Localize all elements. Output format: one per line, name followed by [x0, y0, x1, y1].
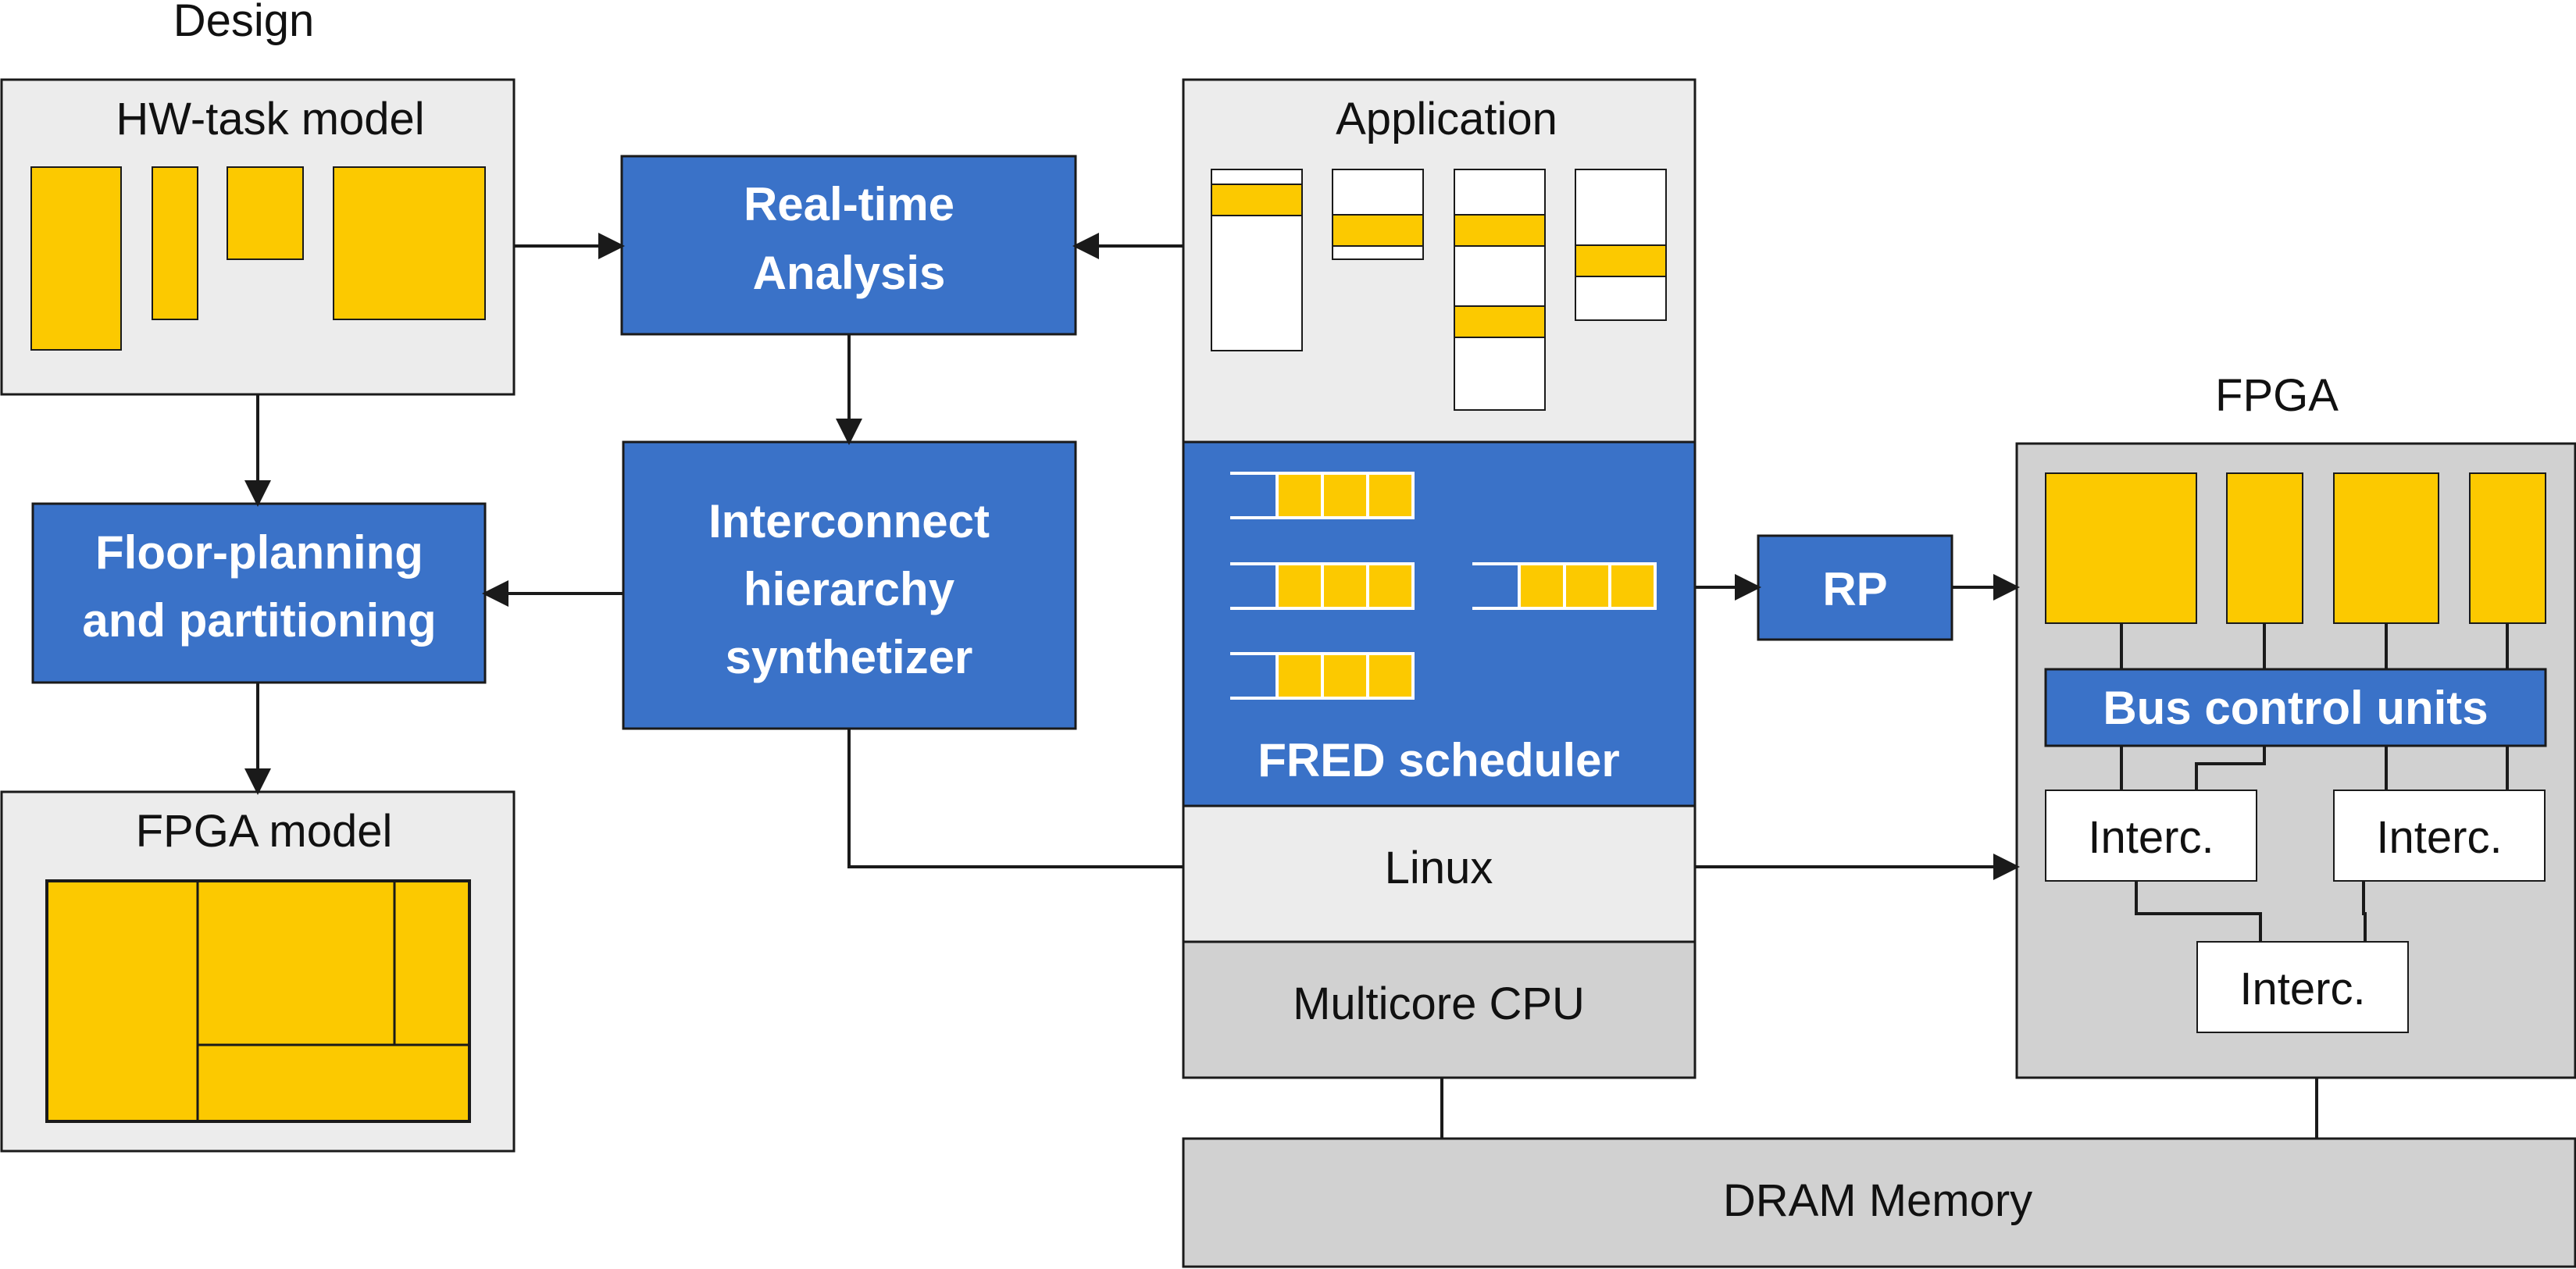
- design-title: Design: [173, 0, 315, 46]
- real-time-analysis-box: Real-time Analysis: [620, 155, 1077, 336]
- interconnect-label-line2: hierarchy: [744, 563, 955, 615]
- floor-planning-label-line1: Floor-planning: [95, 526, 423, 579]
- linux-label: Linux: [1385, 843, 1493, 893]
- fpga-slot: [2045, 472, 2197, 624]
- floor-planning-label-line2: and partitioning: [82, 594, 436, 647]
- interc-right-label: Interc.: [2376, 812, 2502, 863]
- fred-queue: [1230, 472, 1415, 519]
- interc-left-label: Interc.: [2088, 812, 2214, 863]
- fpga-slot: [2333, 472, 2439, 624]
- fred-queue: [1230, 562, 1415, 610]
- bus-control-units-label: Bus control units: [2103, 682, 2488, 734]
- multicore-cpu-box: Multicore CPU: [1182, 940, 1697, 1079]
- connectors: [244, 233, 2318, 1139]
- multicore-cpu-label: Multicore CPU: [1293, 978, 1585, 1029]
- floor-planning-box: Floor-planning and partitioning: [31, 502, 487, 684]
- hw-task-block: [227, 166, 304, 260]
- fpga-slot: [2469, 472, 2546, 624]
- interconnect-synthetizer-box: Interconnect hierarchy synthetizer: [622, 440, 1077, 730]
- application-label: Application: [1336, 94, 1557, 144]
- line-interconnect-to-linux: [847, 729, 1183, 868]
- fred-scheduler-label: FRED scheduler: [1258, 734, 1619, 786]
- hw-task-block: [152, 166, 198, 320]
- interconnect-right: [2333, 790, 2546, 882]
- fred-queue: [1472, 562, 1657, 610]
- dram-memory-box: DRAM Memory: [1182, 1137, 2576, 1268]
- hw-task-model-box: HW-task model: [0, 78, 516, 396]
- fred-scheduler-box: FRED scheduler: [1182, 440, 1697, 807]
- fpga-box: Bus control units Interc. Interc. Interc…: [2015, 442, 2576, 1079]
- bus-control-units: [2044, 668, 2547, 747]
- hw-task-block: [30, 166, 122, 351]
- hw-task-model-label: HW-task model: [116, 94, 424, 144]
- rp-label: RP: [1822, 563, 1887, 615]
- hw-task-block: [333, 166, 486, 320]
- interconnect-left: [2045, 790, 2257, 882]
- sw-task: [1454, 169, 1546, 411]
- application-box: Application: [1182, 78, 1697, 444]
- fred-queue: [1230, 652, 1415, 700]
- interc-bottom-label: Interc.: [2239, 964, 2365, 1014]
- fpga-slot: [2226, 472, 2303, 624]
- linux-box: Linux: [1182, 804, 1697, 943]
- real-time-label-line1: Real-time: [744, 178, 954, 230]
- fpga-model-box: FPGA model: [0, 790, 516, 1153]
- rp-box: RP: [1757, 534, 1953, 641]
- dram-memory-label: DRAM Memory: [1723, 1175, 2032, 1226]
- fpga-model-floorplan: [45, 879, 471, 1123]
- interconnect-label-line3: synthetizer: [726, 631, 973, 683]
- real-time-label-line2: Analysis: [753, 247, 946, 299]
- fpga-title: FPGA: [2215, 370, 2339, 421]
- fpga-model-label: FPGA model: [136, 806, 393, 857]
- interconnect-label-line1: Interconnect: [708, 495, 990, 547]
- interconnect-bottom: [2196, 941, 2409, 1033]
